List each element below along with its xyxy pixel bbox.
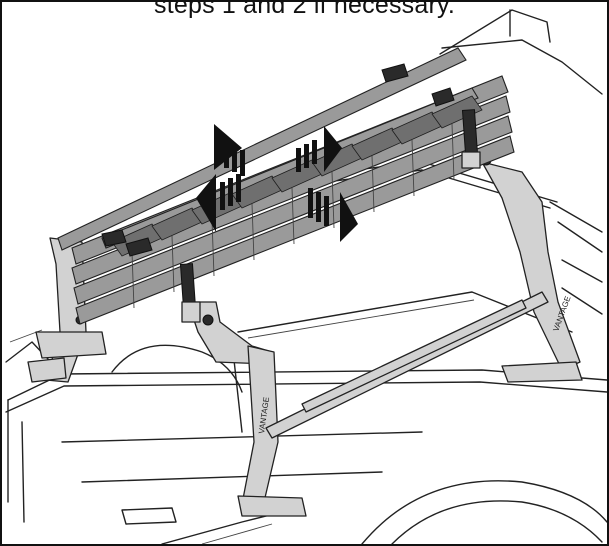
right-up-arrow-icon xyxy=(296,126,342,172)
left-down-arrow-icon xyxy=(196,174,241,232)
ladder-side-rungs xyxy=(131,123,455,309)
right-down-arrow-icon xyxy=(308,188,358,242)
truck-outline xyxy=(5,9,607,544)
instruction-caption: steps 1 and 2 if necessary. xyxy=(154,0,455,19)
left-up-arrow-icon xyxy=(214,124,245,176)
adjust-arrows xyxy=(196,124,358,242)
ladder-bundle xyxy=(57,47,515,325)
rack-uprights xyxy=(27,154,583,517)
